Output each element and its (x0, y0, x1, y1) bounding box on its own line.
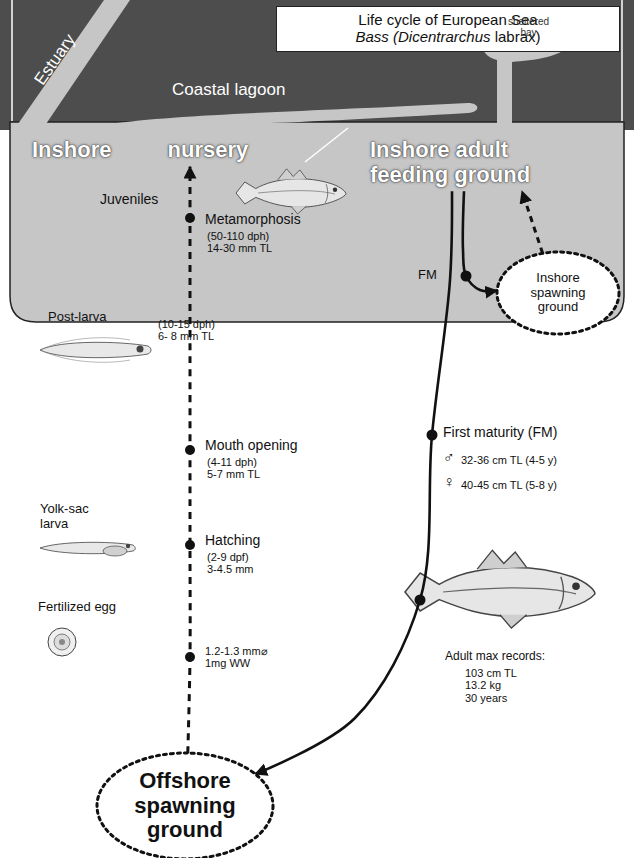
annotation-label: Hatching (205, 533, 260, 549)
label-holder: Post-larva (48, 310, 107, 325)
region-label: Inshore nursery (32, 138, 248, 163)
annotation-label: (2-9 dpf) 3-4.5 mm (207, 551, 253, 576)
annotation-label: 32-36 cm TL (4-5 y) (461, 454, 557, 466)
juvenile-fish (236, 169, 346, 214)
label-holder: 103 cm TL 13.2 kg 30 years (465, 667, 517, 704)
label-holder: ♀ (443, 473, 455, 491)
node-text: Inshore adult feeding ground (370, 138, 530, 187)
annotation-label: Mouth opening (205, 438, 298, 454)
inshore-sea (10, 122, 624, 322)
stage-dot (185, 540, 195, 550)
annotation-label: ♂ (443, 449, 455, 467)
annotation-label: (4-11 dph) 5-7 mm TL (207, 456, 260, 481)
label-holder: Juveniles (100, 192, 158, 208)
annotation-label: FM (418, 268, 437, 283)
annotation-label: 1.2-1.3 mm⌀ 1mg WW (205, 645, 268, 670)
annotation-label: (10-15 dph) 6- 8 mm TL (158, 318, 215, 343)
label-holder: 40-45 cm TL (5-8 y) (461, 479, 557, 491)
node-text: Inshore nursery (32, 138, 248, 163)
dotted-arrow (522, 191, 543, 253)
label-holder: (4-11 dph) 5-7 mm TL (207, 456, 260, 481)
annotation-label: Fertilized egg (38, 600, 116, 615)
node-text: Inshore spawning ground (531, 271, 586, 315)
label-holder: (50-110 dph) 14-30 mm TL (207, 230, 272, 255)
annotation-label: Coastal lagoon (172, 80, 285, 99)
label-holder: First maturity (FM) (443, 425, 557, 441)
annotation-label: Estuary (30, 30, 79, 88)
dotted-arrow (188, 167, 190, 753)
stage-dot (415, 595, 426, 606)
label-holder: 1.2-1.3 mm⌀ 1mg WW (205, 645, 268, 670)
frame-line (11, 0, 13, 121)
label-holder: Hatching (205, 533, 260, 549)
post-larva-drawing (40, 338, 151, 363)
label-holder: Adult max records: (445, 650, 545, 663)
annotation-label: sheltered bay (508, 16, 549, 38)
label-holder: Estuary (30, 30, 79, 88)
stage-dot (185, 445, 195, 455)
adult-fish (405, 550, 595, 628)
stage-dot (185, 652, 195, 662)
title-text: Life cycle of European Sea Bass (Dicentr… (283, 12, 613, 46)
node-text: Offshore spawning ground (134, 769, 235, 843)
annotation-label: Post-larva (48, 310, 107, 325)
label-holder: 32-36 cm TL (4-5 y) (461, 454, 557, 466)
frame-line (621, 0, 623, 121)
label-holder: (10-15 dph) 6- 8 mm TL (158, 318, 215, 343)
ellipse-outline (497, 252, 619, 334)
divider-line (305, 128, 348, 162)
annotation-label: (50-110 dph) 14-30 mm TL (207, 230, 272, 255)
label-holder: Mouth opening (205, 438, 298, 454)
region-label: Inshore adult feeding ground (370, 138, 530, 187)
egg-drawing (48, 628, 76, 656)
title-box: Life cycle of European Sea Bass (Dicentr… (276, 6, 620, 52)
annotation-label: Juveniles (100, 192, 158, 208)
spawning-ellipse: Offshore spawning ground (95, 751, 275, 858)
stage-dot (461, 271, 472, 282)
estuary-shape (18, 0, 130, 124)
annotation-label: First maturity (FM) (443, 425, 557, 441)
label-holder: Coastal lagoon (172, 80, 285, 99)
annotation-label: 40-45 cm TL (5-8 y) (461, 479, 557, 491)
ellipse-outline (97, 753, 273, 858)
annotation-label: Adult max records: (445, 650, 545, 663)
annotation-label: Yolk-sac larva (40, 502, 89, 531)
annotation-label: Metamorphosis (205, 212, 301, 228)
spawning-ellipse: Inshore spawning ground (495, 250, 621, 336)
annotation-label: ♀ (443, 473, 455, 491)
stage-dot (427, 430, 438, 441)
solid-arrow (255, 191, 452, 774)
lagoon-shape (110, 103, 477, 126)
label-holder: Yolk-sac larva (40, 502, 89, 531)
label-holder: Fertilized egg (38, 600, 116, 615)
label-holder: (2-9 dpf) 3-4.5 mm (207, 551, 253, 576)
label-holder: FM (418, 268, 437, 283)
label-holder: Metamorphosis (205, 212, 301, 228)
annotation-label: 103 cm TL 13.2 kg 30 years (465, 667, 517, 704)
stage-dot (185, 213, 195, 223)
land (0, 0, 634, 130)
yolk-sac-larva-drawing (40, 542, 135, 556)
label-holder: sheltered bay (508, 16, 549, 38)
label-holder: ♂ (443, 449, 455, 467)
